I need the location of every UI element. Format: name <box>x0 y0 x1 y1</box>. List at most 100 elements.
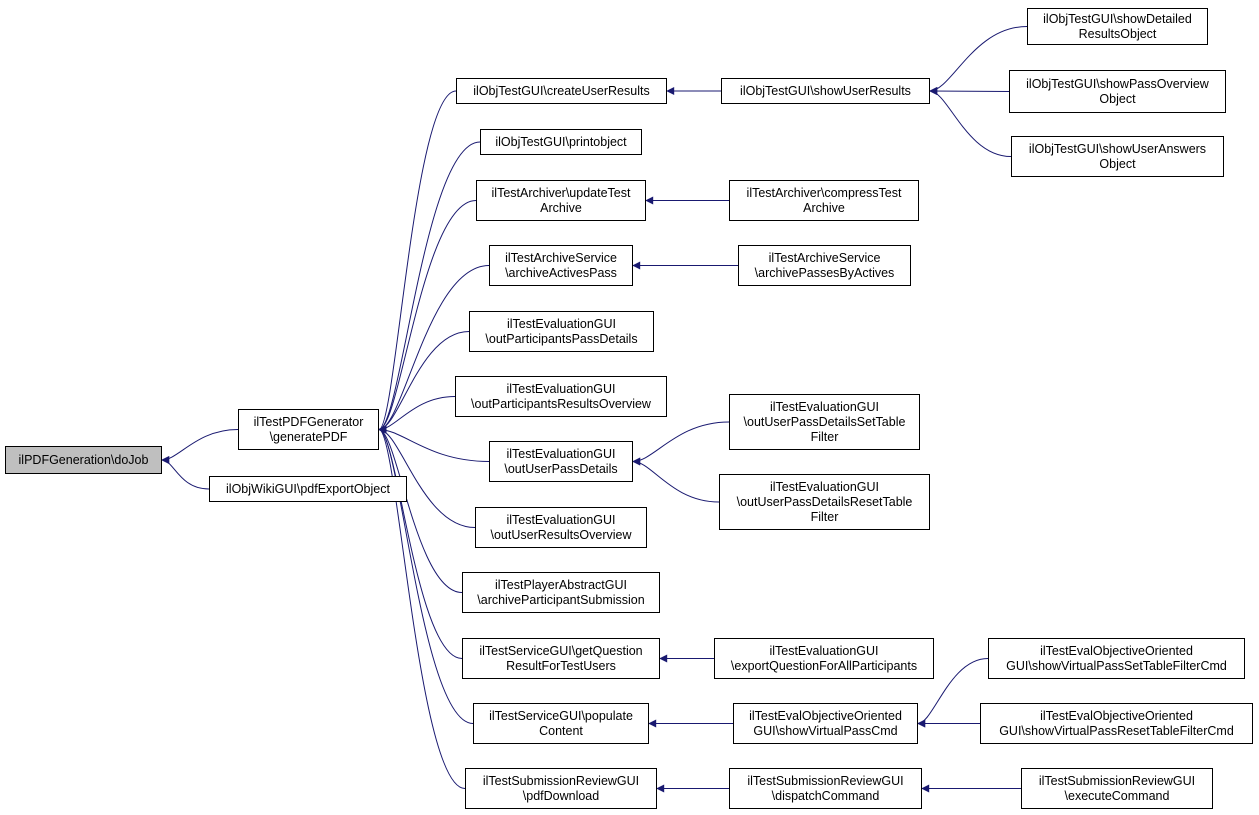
node-label-line: ilTestArchiveService <box>768 250 881 265</box>
node-label-line: \outParticipantsPassDetails <box>485 331 638 346</box>
node-label-line: ResultsObject <box>1078 26 1157 41</box>
node-outparticipantspassdetails[interactable]: ilTestEvaluationGUI\outParticipantsPassD… <box>469 311 654 352</box>
node-label-line: ResultForTestUsers <box>506 658 616 673</box>
node-label-line: ilTestEvaluationGUI <box>506 316 617 331</box>
node-label-line: \outUserResultsOverview <box>490 527 632 542</box>
edge-showuseranswers-to-showuserresults <box>929 87 1012 157</box>
node-label-line: ilTestEvaluationGUI <box>506 446 616 461</box>
node-label-line: ilTestEvalObjectiveOriented <box>1040 643 1193 658</box>
node-archiveparticipantsubmission[interactable]: ilTestPlayerAbstractGUI\archiveParticipa… <box>462 572 660 613</box>
node-label-line: Content <box>539 723 583 738</box>
node-label-line: ilPDFGeneration\doJob <box>18 452 149 467</box>
node-label-line: Object <box>1099 156 1136 171</box>
node-executecommand[interactable]: ilTestSubmissionReviewGUI\executeCommand <box>1021 768 1213 809</box>
node-generatepdf[interactable]: ilTestPDFGenerator\generatePDF <box>238 409 379 450</box>
node-outuserpassdetails[interactable]: ilTestEvaluationGUI\outUserPassDetails <box>489 441 633 482</box>
node-label-line: ilTestArchiveService <box>505 250 617 265</box>
edge-pdfexport-to-dojob <box>161 456 210 490</box>
node-outparticipantsresultsoverview[interactable]: ilTestEvaluationGUI\outParticipantsResul… <box>455 376 667 417</box>
node-label-line: ilObjTestGUI\createUserResults <box>473 83 650 98</box>
node-label-line: ilTestEvaluationGUI <box>769 479 880 494</box>
node-label-line: \outUserPassDetailsSetTable <box>743 414 906 429</box>
edge-archiveparticipantsubmission-to-generatepdf <box>378 425 463 593</box>
edge-showpassoverview-to-showuserresults <box>929 87 1010 96</box>
node-label-line: \archiveParticipantSubmission <box>477 592 645 607</box>
node-label-line: \pdfDownload <box>522 788 600 803</box>
node-printobject[interactable]: ilObjTestGUI\printobject <box>480 129 642 155</box>
node-label-line: \outUserPassDetailsResetTable <box>736 494 913 509</box>
node-label-line: ilObjTestGUI\showPassOverview <box>1026 76 1209 91</box>
node-label-line: ilObjTestGUI\showDetailed <box>1043 11 1192 26</box>
node-label-line: ilTestSubmissionReviewGUI <box>482 773 640 788</box>
node-outuserresultsoverview[interactable]: ilTestEvaluationGUI\outUserResultsOvervi… <box>475 507 647 548</box>
node-dispatchcommand[interactable]: ilTestSubmissionReviewGUI\dispatchComman… <box>729 768 922 809</box>
node-label-line: \archiveActivesPass <box>505 265 617 280</box>
edge-outuserpassdetails-to-generatepdf <box>378 425 490 462</box>
node-exportquestion[interactable]: ilTestEvaluationGUI\exportQuestionForAll… <box>714 638 934 679</box>
node-label-line: ilObjWikiGUI\pdfExportObject <box>226 481 390 496</box>
edge-outuserresultsoverview-to-generatepdf <box>378 425 476 528</box>
node-archivepassesbyactives[interactable]: ilTestArchiveService\archivePassesByActi… <box>738 245 911 286</box>
node-label-line: ilTestEvalObjectiveOriented <box>749 708 902 723</box>
node-pdfexport[interactable]: ilObjWikiGUI\pdfExportObject <box>209 476 407 502</box>
node-setfilter[interactable]: ilTestEvaluationGUI\outUserPassDetailsSe… <box>729 394 920 450</box>
node-label-line: Filter <box>810 429 839 444</box>
node-label-line: \generatePDF <box>269 429 348 444</box>
edge-pdfdownload-to-generatepdf <box>378 425 466 789</box>
node-label-line: ilTestServiceGUI\populate <box>489 708 633 723</box>
edge-outparticipantsresultsoverview-to-generatepdf <box>378 396 456 434</box>
edge-resetfilter-to-outuserpassdetails <box>632 457 720 503</box>
node-label-line: ilTestEvaluationGUI <box>506 512 616 527</box>
node-createuserresults[interactable]: ilObjTestGUI\createUserResults <box>456 78 667 104</box>
node-label-line: GUI\showVirtualPassResetTableFilterCmd <box>999 723 1234 738</box>
node-label-line: Object <box>1099 91 1136 106</box>
node-label-line: ilTestEvaluationGUI <box>769 399 880 414</box>
node-label-line: ilObjTestGUI\printobject <box>495 134 627 149</box>
node-label-line: \outUserPassDetails <box>504 461 618 476</box>
edge-printobject-to-generatepdf <box>378 141 481 434</box>
node-label-line: ilTestSubmissionReviewGUI <box>747 773 904 788</box>
node-label-line: ilTestEvaluationGUI <box>769 643 879 658</box>
node-label-line: GUI\showVirtualPassSetTableFilterCmd <box>1006 658 1227 673</box>
node-label-line: GUI\showVirtualPassCmd <box>753 723 898 738</box>
node-pdfdownload[interactable]: ilTestSubmissionReviewGUI\pdfDownload <box>465 768 657 809</box>
node-label-line: Filter <box>810 509 839 524</box>
node-archiveactivespass[interactable]: ilTestArchiveService\archiveActivesPass <box>489 245 633 286</box>
node-label-line: ilTestEvaluationGUI <box>506 381 616 396</box>
node-label-line: ilTestArchiver\updateTest <box>491 185 631 200</box>
node-label-line: ilObjTestGUI\showUserResults <box>740 83 911 98</box>
edge-outparticipantspassdetails-to-generatepdf <box>378 331 470 434</box>
node-dojob: ilPDFGeneration\doJob <box>5 446 162 474</box>
edge-populatecontent-to-generatepdf <box>378 425 474 724</box>
node-label-line: \dispatchCommand <box>771 788 880 803</box>
node-label-line: ilTestPDFGenerator <box>253 414 364 429</box>
node-label-line: ilTestEvalObjectiveOriented <box>1040 708 1193 723</box>
node-label-line: ilTestSubmissionReviewGUI <box>1038 773 1196 788</box>
node-label-line: ilObjTestGUI\showUserAnswers <box>1028 141 1207 156</box>
node-label-line: \outParticipantsResultsOverview <box>471 396 651 411</box>
node-label-line: Archive <box>803 200 845 215</box>
node-label-line: Archive <box>540 200 582 215</box>
node-resetfilter[interactable]: ilTestEvaluationGUI\outUserPassDetailsRe… <box>719 474 930 530</box>
node-label-line: ilTestServiceGUI\getQuestion <box>479 643 643 658</box>
edge-getquestionresult-to-generatepdf <box>378 425 463 659</box>
edge-generatepdf-to-dojob <box>161 429 239 464</box>
node-label-line: ilTestArchiver\compressTest <box>746 185 902 200</box>
node-label-line: \exportQuestionForAllParticipants <box>730 658 918 673</box>
edge-archiveactivespass-to-generatepdf <box>378 265 490 434</box>
node-showuserresults[interactable]: ilObjTestGUI\showUserResults <box>721 78 930 104</box>
node-label-line: ilTestPlayerAbstractGUI <box>495 577 627 592</box>
edge-updatetestarchive-to-generatepdf <box>378 200 477 434</box>
edge-createuserresults-to-generatepdf <box>378 90 457 434</box>
